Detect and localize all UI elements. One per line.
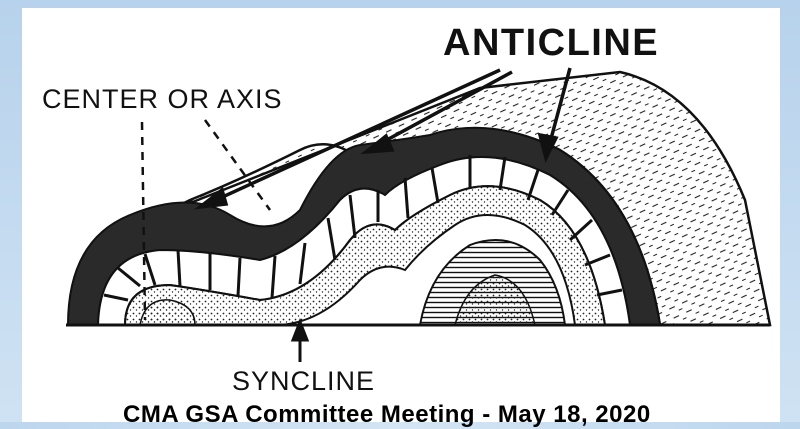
syncline-arrow xyxy=(293,322,307,362)
anticline-label: ANTICLINE xyxy=(443,22,659,65)
center-or-axis-label: CENTER OR AXIS xyxy=(42,84,283,115)
slide-footer-text: CMA GSA Committee Meeting - May 18, 2020 xyxy=(123,401,651,429)
syncline-label: SYNCLINE xyxy=(232,366,375,397)
